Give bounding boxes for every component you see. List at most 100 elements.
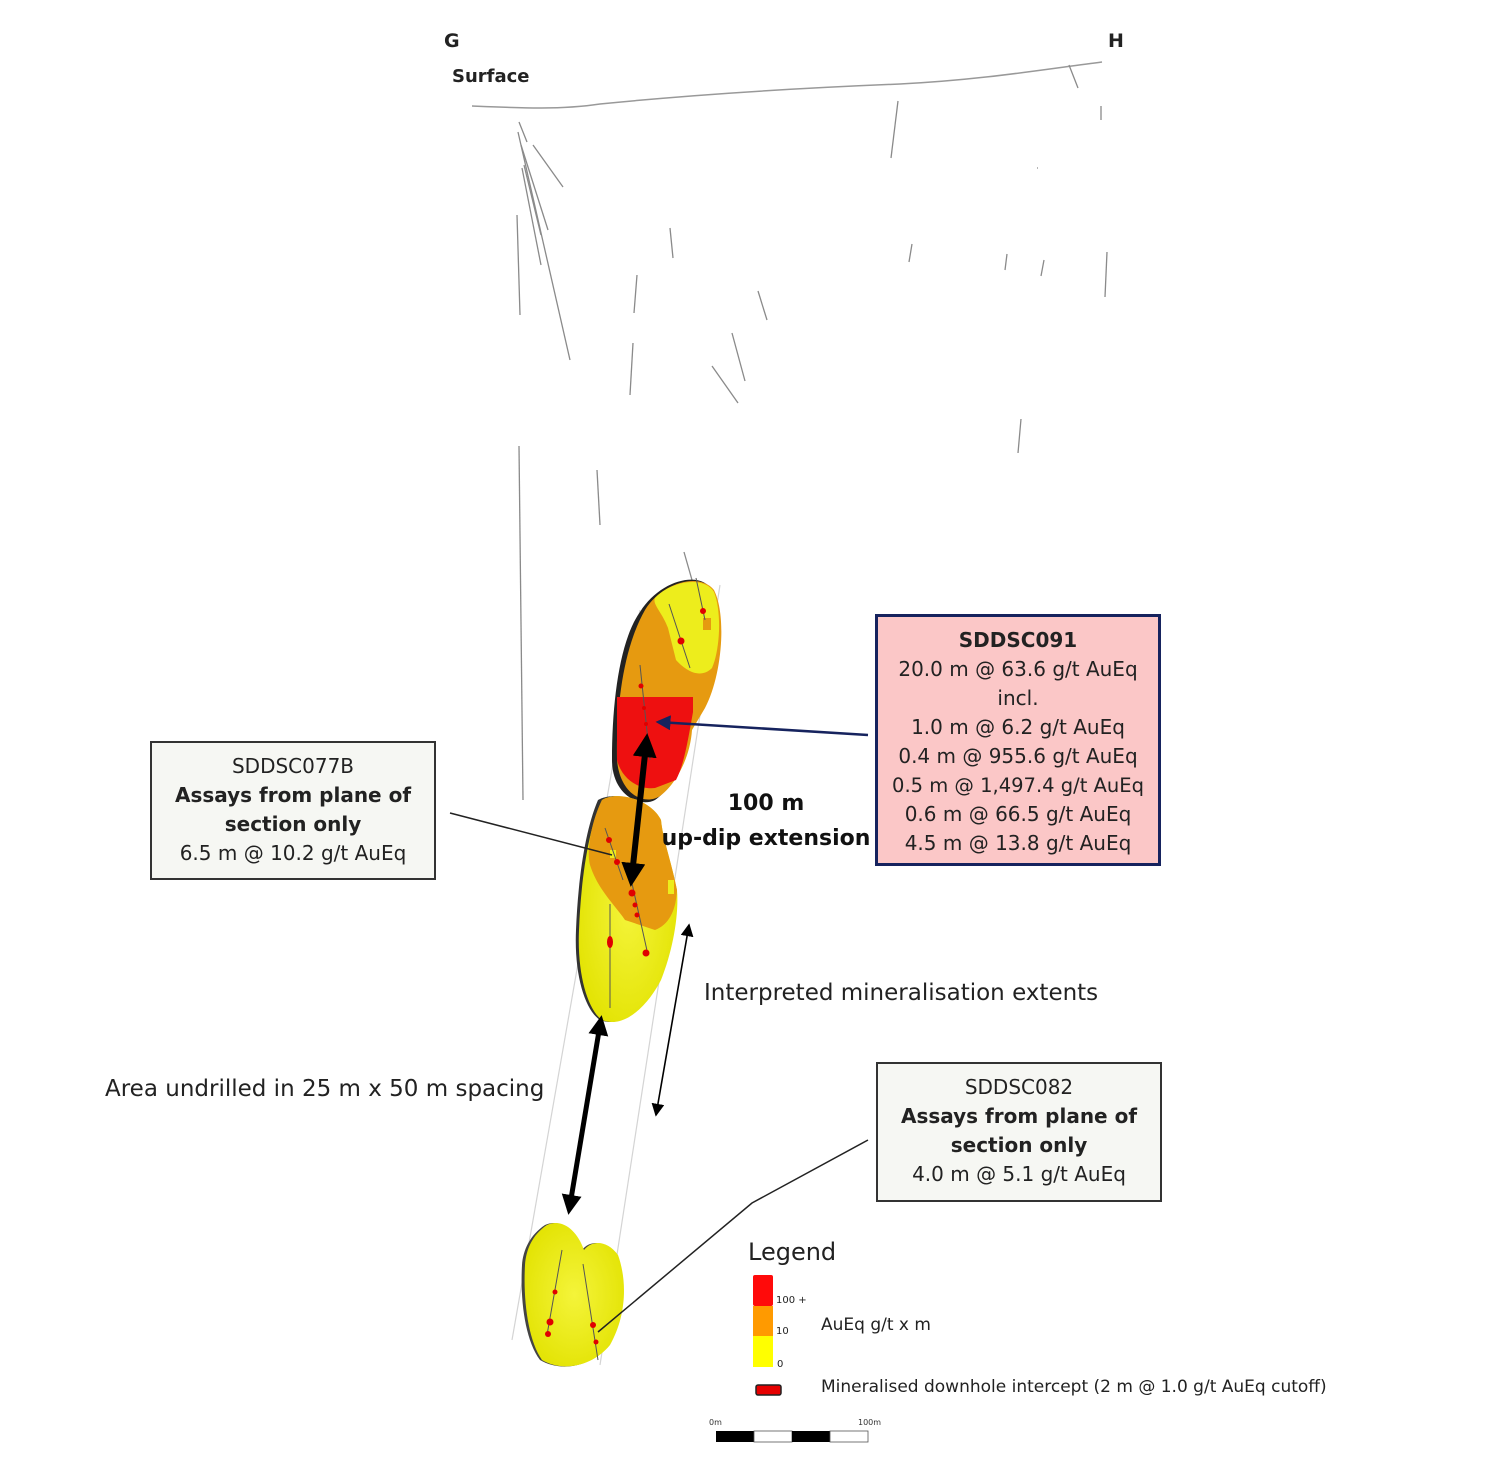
drillhole-trace: [1004, 253, 1008, 271]
callout-note: Assays from plane of: [900, 1104, 1138, 1128]
drillhole-traces: [516, 64, 1108, 801]
mineralisation-body-lower: [521, 1222, 624, 1367]
scale-bar-start-label: 0m: [709, 1418, 722, 1427]
callout-line: 4.5 m @ 13.8 g/t AuEq: [904, 831, 1132, 855]
callout-line: incl.: [997, 686, 1039, 710]
intercept-marker: [545, 1331, 551, 1337]
drillhole-trace: [731, 332, 746, 382]
intercept-markers: [545, 608, 706, 1345]
intercept-marker: [590, 1322, 596, 1328]
body-red-core: [617, 697, 693, 789]
drillhole-trace: [516, 214, 521, 316]
scale-bar-graphic: [716, 1430, 869, 1443]
drillhole-trace: [683, 551, 693, 581]
intercept-marker: [593, 1339, 599, 1345]
intercept-marker: [607, 936, 613, 948]
intercept-marker: [628, 889, 636, 897]
drillhole-trace: [520, 144, 549, 231]
legend-swatch-high: [753, 1275, 773, 1306]
interpreted-extent-arrow: [651, 923, 694, 1117]
callout-intercept: 4.0 m @ 5.1 g/t AuEq: [912, 1162, 1126, 1186]
callout-intercept: 6.5 m @ 10.2 g/t AuEq: [179, 841, 407, 865]
intercept-marker: [546, 1318, 554, 1326]
surface-line: [471, 61, 1103, 109]
drillhole-trace: [521, 167, 542, 266]
drillhole-trace: [668, 603, 691, 669]
legend-swatch-low: [753, 1336, 773, 1367]
drillhole-trace: [757, 290, 768, 321]
section-point-g: G: [444, 30, 460, 52]
body-yellow-patch: [610, 850, 616, 858]
legend-intercept-label: Mineralised downhole intercept (2 m @ 1.…: [821, 1377, 1327, 1397]
drillhole-trace: [629, 342, 634, 396]
body-yellow-patch: [668, 880, 674, 894]
drillhole-trace: [1104, 251, 1108, 298]
updip-extension-text: up-dip extension: [661, 826, 871, 851]
callout-line: 1.0 m @ 6.2 g/t AuEq: [911, 715, 1125, 739]
drillhole-trace: [1040, 259, 1045, 277]
scale-bar-end-label: 100m: [858, 1418, 882, 1427]
drillhole-trace: [518, 445, 524, 801]
callout-sddsc091: SDDSC091 20.0 m @ 63.6 g/t AuEq incl. 1.…: [875, 614, 1161, 866]
leader-line-sddsc077b: [449, 812, 613, 856]
drillhole-trace: [711, 365, 739, 404]
intercept-marker: [644, 722, 648, 726]
leader-line-sddsc082: [597, 1139, 869, 1333]
callout-hole-id: SDDSC077B: [231, 754, 355, 778]
intercept-marker: [677, 637, 685, 645]
callout-sddsc077b: SDDSC077B Assays from plane of section o…: [150, 741, 436, 880]
callout-hole-id: SDDSC082: [964, 1075, 1074, 1099]
legend-swatch-mid: [753, 1306, 773, 1336]
interpreted-extents-label: Interpreted mineralisation extents: [704, 980, 1099, 1006]
drillhole-trace: [908, 243, 913, 263]
intercept-marker: [700, 608, 706, 614]
body-yellow: [524, 1222, 624, 1367]
callout-line: 0.6 m @ 66.5 g/t AuEq: [904, 802, 1132, 826]
body-yellow-cap: [654, 581, 720, 674]
undrilled-area-label: Area undrilled in 25 m x 50 m spacing: [105, 1076, 545, 1102]
updip-extension-label: 100 m up-dip extension: [656, 786, 876, 856]
legend-tick-high: 100 +: [776, 1295, 807, 1306]
legend-colour-scale: [753, 1275, 773, 1367]
callout-line: 0.4 m @ 955.6 g/t AuEq: [898, 744, 1138, 768]
surface-label: Surface: [452, 66, 530, 87]
section-point-h: H: [1108, 30, 1124, 52]
callout-note: Assays from plane of: [174, 783, 412, 807]
legend-scale-label: AuEq g/t x m: [821, 1315, 931, 1335]
drillhole-trace: [633, 274, 638, 314]
drillhole-trace: [523, 164, 542, 236]
arrow-sddsc091: [655, 715, 869, 737]
callout-line: 0.5 m @ 1,497.4 g/t AuEq: [892, 774, 1144, 797]
callout-line: 20.0 m @ 63.6 g/t AuEq: [898, 657, 1138, 681]
callout-hole-id: SDDSC091: [958, 628, 1078, 652]
legend-tick-mid: 10: [776, 1326, 789, 1337]
updip-extension-distance: 100 m: [727, 791, 805, 816]
intercept-marker: [632, 902, 638, 908]
intercept-marker: [642, 949, 650, 957]
legend-intercept-swatch: [755, 1384, 782, 1396]
intercept-marker: [614, 859, 620, 865]
legend-tick-low: 0: [777, 1359, 784, 1370]
intercept-marker: [638, 683, 644, 689]
drillhole-trace: [1017, 418, 1022, 454]
drillhole-trace: [1068, 64, 1079, 89]
drillhole-trace: [890, 100, 899, 159]
legend-title: Legend: [748, 1238, 837, 1266]
body-orange-patch: [703, 618, 711, 630]
drillhole-trace: [517, 131, 571, 361]
drillhole-trace: [596, 469, 601, 526]
drillhole-trace: [604, 827, 624, 881]
drillhole-trace: [669, 227, 674, 259]
intercept-marker: [606, 837, 612, 843]
intercept-marker: [552, 1289, 558, 1295]
callout-note: section only: [950, 1133, 1088, 1157]
callout-note: section only: [224, 812, 362, 836]
intercept-marker: [634, 912, 640, 918]
drillhole-trace: [532, 144, 564, 188]
intercept-marker: [642, 706, 646, 710]
callout-sddsc082: SDDSC082 Assays from plane of section on…: [876, 1062, 1162, 1202]
drillhole-trace: [518, 121, 528, 143]
updip-extension-arrow: [621, 733, 657, 887]
